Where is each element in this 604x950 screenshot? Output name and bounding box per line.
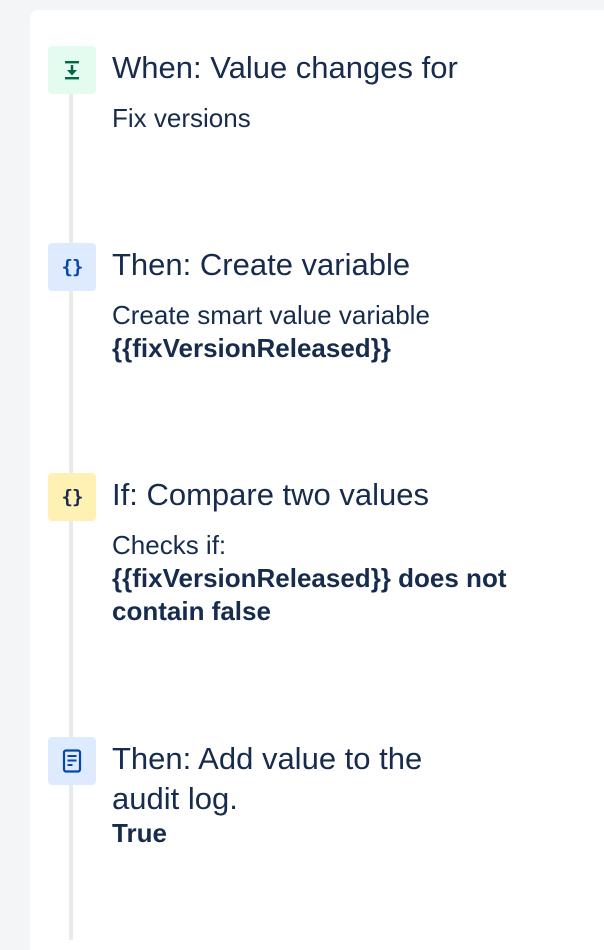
- step-description: Fix versions: [112, 102, 251, 135]
- step-title: Then: Add value to the audit log.: [112, 741, 423, 816]
- step-detail: Create smart value variable: [112, 300, 430, 330]
- step-detail: Checks if:: [112, 530, 227, 560]
- braces-icon: {}: [48, 473, 96, 521]
- step-description: Checks if: {{fixVersionReleased}} does n…: [112, 529, 572, 628]
- step-description: Create smart value variable {{fixVersion…: [112, 299, 430, 365]
- step-detail: Fix versions: [112, 103, 251, 133]
- step-detail-bold: {{fixVersionReleased}}: [112, 333, 391, 363]
- download-arrow-icon: [48, 46, 96, 94]
- step-detail-bold: {{fixVersionReleased}} does not contain …: [112, 563, 507, 626]
- braces-icon: {}: [48, 243, 96, 291]
- step-title: If: Compare two values: [112, 477, 430, 512]
- step-detail-bold: True: [112, 818, 167, 848]
- rule-canvas: [30, 10, 604, 950]
- document-icon: [48, 737, 96, 785]
- step-title: When: Value changes for: [112, 50, 458, 85]
- step-title: Then: Create variable: [112, 247, 411, 282]
- step-description: True: [112, 817, 167, 850]
